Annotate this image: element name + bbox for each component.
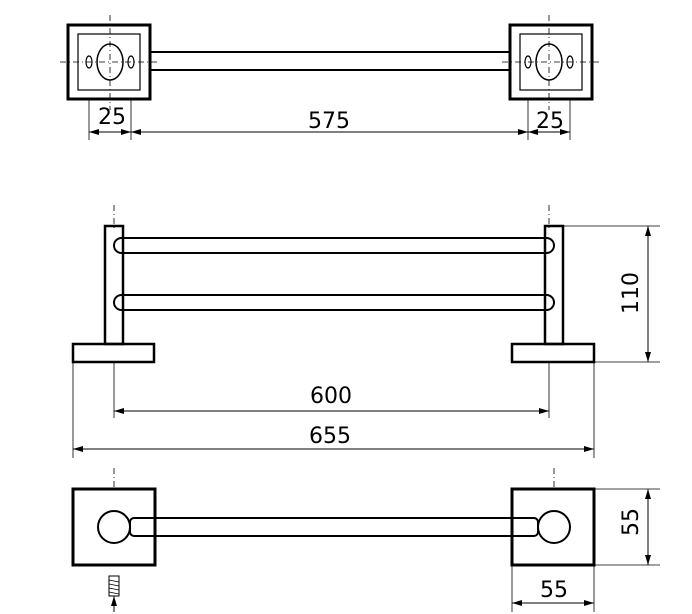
dim-overall-width: 655 <box>309 424 351 449</box>
dim-top-span: 575 <box>308 109 350 134</box>
bottom-bar <box>129 517 539 537</box>
top-dimensions: 25 575 25 <box>89 105 570 135</box>
dim-mount-width: 55 <box>540 578 568 603</box>
front-upper-bar <box>113 237 555 254</box>
dim-top-right-offset: 25 <box>536 109 564 134</box>
front-left-post <box>71 224 156 364</box>
dim-height: 110 <box>619 272 644 314</box>
bottom-dimensions: 55 55 <box>512 489 651 606</box>
dim-inner-width: 600 <box>310 384 352 409</box>
front-dimensions: 110 600 655 <box>73 226 651 452</box>
dim-mount-height: 55 <box>619 508 644 536</box>
front-view: 110 600 655 <box>71 205 660 458</box>
bottom-left-mount <box>71 487 157 567</box>
dim-top-left-offset: 25 <box>98 105 126 130</box>
screw-icon <box>108 575 120 612</box>
top-bar <box>150 51 510 71</box>
bottom-view: 55 55 <box>71 468 660 612</box>
top-view: 25 575 25 <box>60 15 600 140</box>
front-lower-bar <box>113 294 555 311</box>
top-right-mount-plate <box>502 15 600 140</box>
bottom-right-mount <box>510 487 596 567</box>
top-left-mount-plate <box>60 15 160 140</box>
front-right-post <box>510 224 596 364</box>
